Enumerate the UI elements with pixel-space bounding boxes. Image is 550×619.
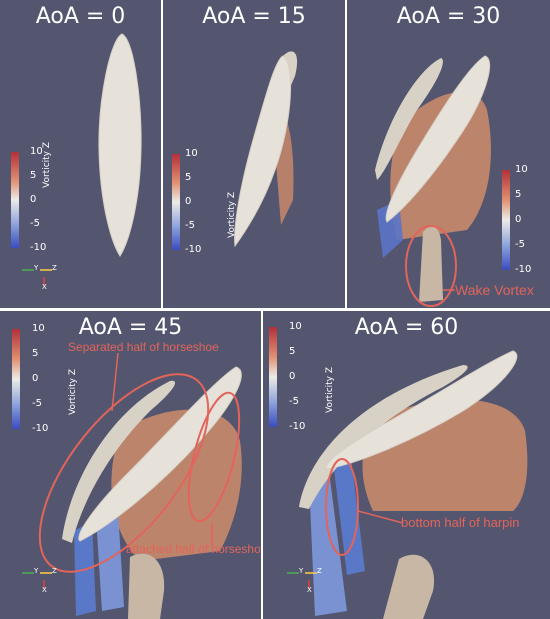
panel-aoa-45: AoA = 45 Separated half of horseshoe att… bbox=[0, 311, 261, 619]
colorbar-tick: 10 bbox=[289, 321, 302, 332]
colorbar-tick: -5 bbox=[30, 218, 40, 229]
panel-aoa-30: AoA = 30 Wake Vortex 10 5 0 -5 -10 bbox=[347, 0, 550, 308]
panel-title: AoA = 45 bbox=[78, 315, 183, 340]
wing-surface bbox=[385, 55, 491, 223]
annotation-separated-half: Separated half of horseshoe bbox=[68, 340, 219, 354]
colorbar-tick: 0 bbox=[32, 373, 39, 384]
annotation-arrow bbox=[357, 510, 404, 524]
colorbar-tick: -10 bbox=[515, 264, 532, 275]
colorbar-label: Vorticity Z bbox=[68, 368, 78, 415]
colorbar bbox=[12, 329, 20, 429]
wake-structure bbox=[383, 554, 435, 619]
colorbar-label: Vorticity Z bbox=[227, 191, 237, 238]
leading-edge-tube bbox=[62, 380, 176, 543]
wake-vortex-highlight bbox=[405, 225, 457, 307]
panel-title: AoA = 30 bbox=[396, 4, 501, 29]
negative-vorticity-tube bbox=[96, 511, 124, 611]
wing-surface bbox=[78, 366, 242, 542]
negative-vorticity-tube bbox=[309, 471, 347, 616]
leading-edge-tube bbox=[375, 58, 443, 180]
panel-title: AoA = 0 bbox=[35, 4, 126, 29]
colorbar-tick: 0 bbox=[289, 371, 296, 382]
annotation-wake-vortex: Wake Vortex bbox=[455, 282, 534, 298]
axis-triad bbox=[287, 572, 317, 589]
leading-edge-tube bbox=[299, 365, 468, 509]
panel-aoa-60: AoA = 60 bottom half of harpin 10 5 0 -5… bbox=[263, 311, 550, 619]
colorbar-tick: 10 bbox=[185, 148, 198, 159]
axis-label-y: Y bbox=[299, 567, 304, 575]
colorbar-tick: 0 bbox=[515, 214, 522, 225]
axis-triad bbox=[22, 269, 52, 286]
annotation-bottom-half: bottom half of harpin bbox=[401, 515, 520, 530]
colorbar bbox=[172, 154, 180, 250]
scene-aoa-45 bbox=[12, 329, 242, 619]
colorbar-tick: 5 bbox=[30, 170, 37, 181]
wing-surface bbox=[326, 350, 518, 470]
scene-aoa-30 bbox=[375, 55, 510, 307]
colorbar-tick: 10 bbox=[32, 323, 45, 334]
vortex-sheet bbox=[111, 409, 242, 561]
panel-title: AoA = 15 bbox=[202, 4, 306, 29]
colorbar-tick: 5 bbox=[185, 172, 192, 183]
colorbar-tick: -10 bbox=[32, 423, 49, 434]
annotation-attached-half: attached half of horseshoe bbox=[126, 542, 261, 556]
colorbar-tick: -5 bbox=[289, 396, 299, 407]
axis-label-z: Z bbox=[52, 264, 57, 272]
wing-surface bbox=[234, 55, 292, 248]
axis-label-x: X bbox=[42, 283, 47, 291]
colorbar-tick: -5 bbox=[185, 220, 195, 231]
colorbar-tick: 10 bbox=[30, 146, 43, 157]
colorbar-tick: 0 bbox=[185, 196, 192, 207]
panel-aoa-15: AoA = 15 10 5 0 -5 -10 Vorticity Z bbox=[163, 0, 345, 308]
axis-label-y: Y bbox=[34, 567, 39, 575]
colorbar-tick: -5 bbox=[32, 398, 42, 409]
colorbar-tick: 5 bbox=[289, 346, 296, 357]
wing-surface bbox=[98, 33, 142, 257]
colorbar-tick: -10 bbox=[289, 421, 306, 432]
colorbar-tick: 5 bbox=[32, 348, 39, 359]
negative-vorticity-tube bbox=[333, 457, 365, 575]
panel-aoa-0: AoA = 0 10 5 0 -5 -10 Vorticity Z Y Z X bbox=[0, 0, 161, 308]
axis-triad bbox=[22, 572, 52, 589]
axis-label-x: X bbox=[42, 586, 47, 594]
annotation-arrow bbox=[111, 352, 119, 412]
attached-half-highlight bbox=[187, 391, 241, 523]
colorbar bbox=[11, 152, 19, 248]
axis-label-z: Z bbox=[317, 567, 322, 575]
colorbar-tick: 5 bbox=[515, 189, 522, 200]
axis-label-y: Y bbox=[34, 264, 39, 272]
colorbar-tick: 0 bbox=[30, 194, 37, 205]
wake-structure bbox=[128, 553, 165, 619]
colorbar-label: Vorticity Z bbox=[325, 366, 335, 413]
colorbar-label: Vorticity Z bbox=[42, 141, 52, 188]
scene-aoa-15 bbox=[172, 51, 298, 250]
colorbar-tick: -5 bbox=[515, 239, 525, 250]
axis-label-x: X bbox=[307, 586, 312, 594]
colorbar bbox=[269, 327, 277, 427]
harpin-highlight bbox=[325, 458, 359, 556]
separated-half-highlight bbox=[38, 373, 210, 573]
colorbar-tick: -10 bbox=[185, 244, 202, 255]
wake-vortex-tube bbox=[419, 226, 443, 302]
scene-aoa-0 bbox=[11, 33, 142, 286]
scene-aoa-60 bbox=[269, 327, 528, 619]
axis-label-z: Z bbox=[52, 567, 57, 575]
vortex-sheet bbox=[390, 91, 491, 241]
colorbar-tick: -10 bbox=[30, 242, 47, 253]
panel-title: AoA = 60 bbox=[354, 315, 459, 340]
colorbar bbox=[502, 170, 510, 270]
colorbar-tick: 10 bbox=[515, 164, 528, 175]
